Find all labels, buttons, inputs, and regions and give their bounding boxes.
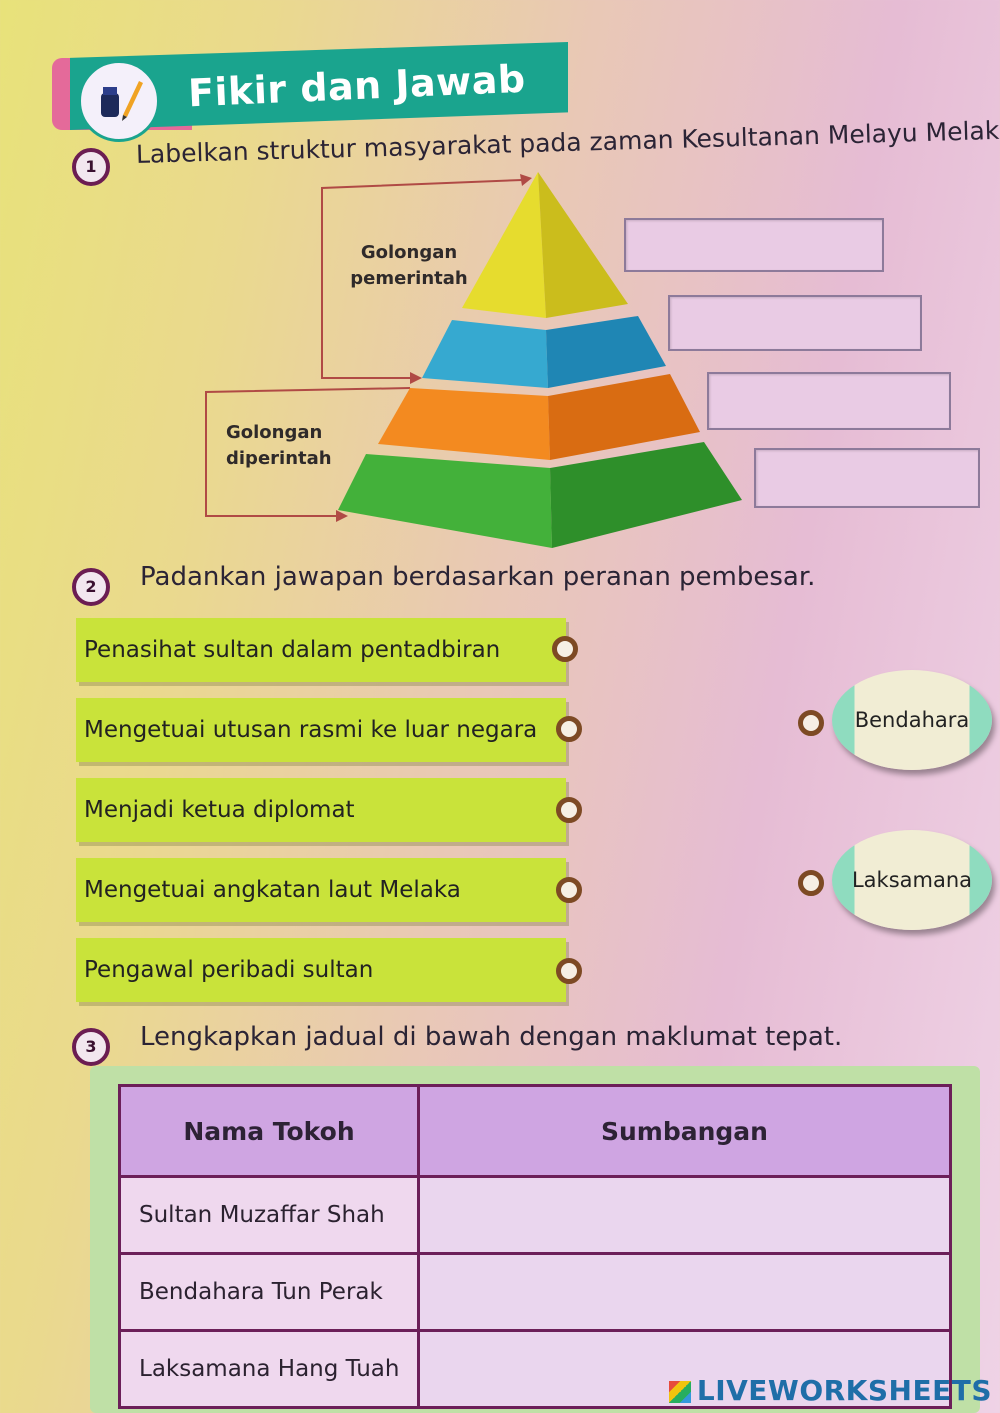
pyramid-answer-box-4[interactable] [754, 448, 980, 508]
label-golongan-diperintah: Golongan diperintah [226, 422, 332, 469]
statement-4: Mengetuai angkatan laut Melaka [76, 858, 566, 922]
column-header-contribution: Sumbangan [417, 1084, 952, 1178]
row-name: Bendahara Tun Perak [118, 1252, 420, 1332]
contribution-table: Nama Tokoh Sumbangan Sultan Muzaffar Sha… [118, 1084, 952, 1409]
pyramid-answer-box-2[interactable] [668, 295, 922, 351]
pyramid-level-3 [378, 388, 550, 460]
option-oval-laksamana: Laksamana [832, 830, 992, 930]
pyramid-answer-box-3[interactable] [707, 372, 951, 430]
liveworksheets-logo-icon [668, 1381, 691, 1403]
rulers-bracket [321, 179, 523, 379]
table-row: Laksamana Hang Tuah [118, 1329, 952, 1409]
table-row: Bendahara Tun Perak [118, 1252, 952, 1332]
column-header-name: Nama Tokoh [118, 1084, 420, 1178]
contribution-answer-cell[interactable] [417, 1175, 952, 1255]
pyramid-level-4 [338, 454, 552, 548]
statement-2-connector-dot[interactable] [556, 716, 582, 742]
row-name: Sultan Muzaffar Shah [118, 1175, 420, 1255]
question-number-1: 1 [72, 148, 110, 186]
statement-1-connector-dot[interactable] [552, 636, 578, 662]
bendahara-connector-dot[interactable] [798, 710, 824, 736]
ruled-bracket [205, 387, 411, 517]
statement-5: Pengawal peribadi sultan [76, 938, 566, 1002]
statement-2: Mengetuai utusan rasmi ke luar negara [76, 698, 566, 762]
question-number-3: 3 [72, 1028, 110, 1066]
question-3-instruction: Lengkapkan jadual di bawah dengan maklum… [140, 1022, 843, 1052]
statement-4-connector-dot[interactable] [556, 877, 582, 903]
laksamana-connector-dot[interactable] [798, 870, 824, 896]
contribution-answer-cell[interactable] [417, 1252, 952, 1332]
option-oval-bendahara: Bendahara [832, 670, 992, 770]
label-golongan-pemerintah: Golongan pemerintah [350, 242, 468, 289]
row-name: Laksamana Hang Tuah [118, 1329, 420, 1409]
pyramid-level-2 [422, 320, 548, 388]
pyramid-level-1 [462, 172, 546, 318]
watermark-text: LIVEWORKSHEETS [696, 1374, 992, 1407]
pyramid-answer-box-1[interactable] [624, 218, 884, 272]
table-row: Sultan Muzaffar Shah [118, 1175, 952, 1255]
statement-1: Penasihat sultan dalam pentadbiran [76, 618, 566, 682]
liveworksheets-watermark: LIVEWORKSHEETS [668, 1374, 992, 1407]
question-2-instruction: Padankan jawapan berdasarkan peranan pem… [140, 562, 816, 592]
statement-5-connector-dot[interactable] [556, 958, 582, 984]
statement-3: Menjadi ketua diplomat [76, 778, 566, 842]
social-pyramid [205, 172, 742, 548]
statement-3-connector-dot[interactable] [556, 797, 582, 823]
question-number-2: 2 [72, 568, 110, 606]
pencil-bottle-icon [78, 60, 160, 142]
